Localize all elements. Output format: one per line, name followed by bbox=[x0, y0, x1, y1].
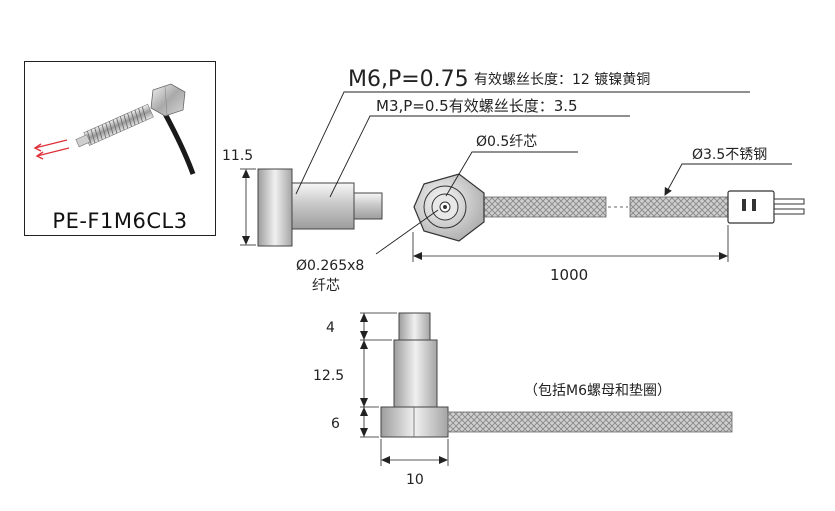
sensor-photo-icon bbox=[33, 83, 196, 175]
bottom-view bbox=[360, 312, 733, 466]
spec-thread-tip: M3,P=0.5有效螺丝长度：3.5 bbox=[376, 97, 578, 115]
photo-threaded-rod bbox=[75, 103, 154, 148]
spec-fiber-core-inner-line2: 纤芯 bbox=[312, 278, 340, 294]
photo-hex-nut bbox=[150, 83, 186, 117]
leader-thread-main bbox=[295, 91, 750, 195]
dim-tip-length: 4 bbox=[326, 320, 335, 336]
photo-light-beam bbox=[33, 139, 70, 160]
leader-fiber-core-inner bbox=[375, 209, 439, 255]
leader-fiber-core-outer bbox=[445, 151, 578, 197]
dim-cable-length: 1000 bbox=[550, 266, 588, 284]
leader-thread-tip bbox=[329, 115, 630, 198]
product-photo-box: PE-F1M6CL3 bbox=[24, 61, 216, 236]
spec-thread-main: M6,P=0.75 bbox=[348, 67, 469, 92]
spec-sheath: Ø3.5不锈钢 bbox=[692, 147, 767, 163]
photo-cable bbox=[160, 108, 196, 175]
dim-nut-width: 10 bbox=[406, 472, 424, 488]
side-view bbox=[240, 168, 383, 247]
dim-thread-length: 12.5 bbox=[313, 368, 344, 384]
spec-fiber-core-outer: Ø0.5纤芯 bbox=[476, 134, 537, 150]
dim-nut-thickness: 6 bbox=[331, 416, 340, 432]
connector-body bbox=[727, 190, 775, 224]
dim-head-height: 11.5 bbox=[222, 148, 253, 164]
model-label: PE-F1M6CL3 bbox=[52, 209, 188, 233]
note-nut-included: （包括M6螺母和垫圈） bbox=[524, 383, 671, 399]
spec-thread-main-suffix: 有效螺丝长度：12 镀镍黄铜 bbox=[474, 71, 650, 88]
front-view bbox=[412, 173, 805, 262]
leader-sheath bbox=[664, 163, 792, 196]
spec-fiber-core-inner-line1: Ø0.265x8 bbox=[296, 258, 364, 274]
